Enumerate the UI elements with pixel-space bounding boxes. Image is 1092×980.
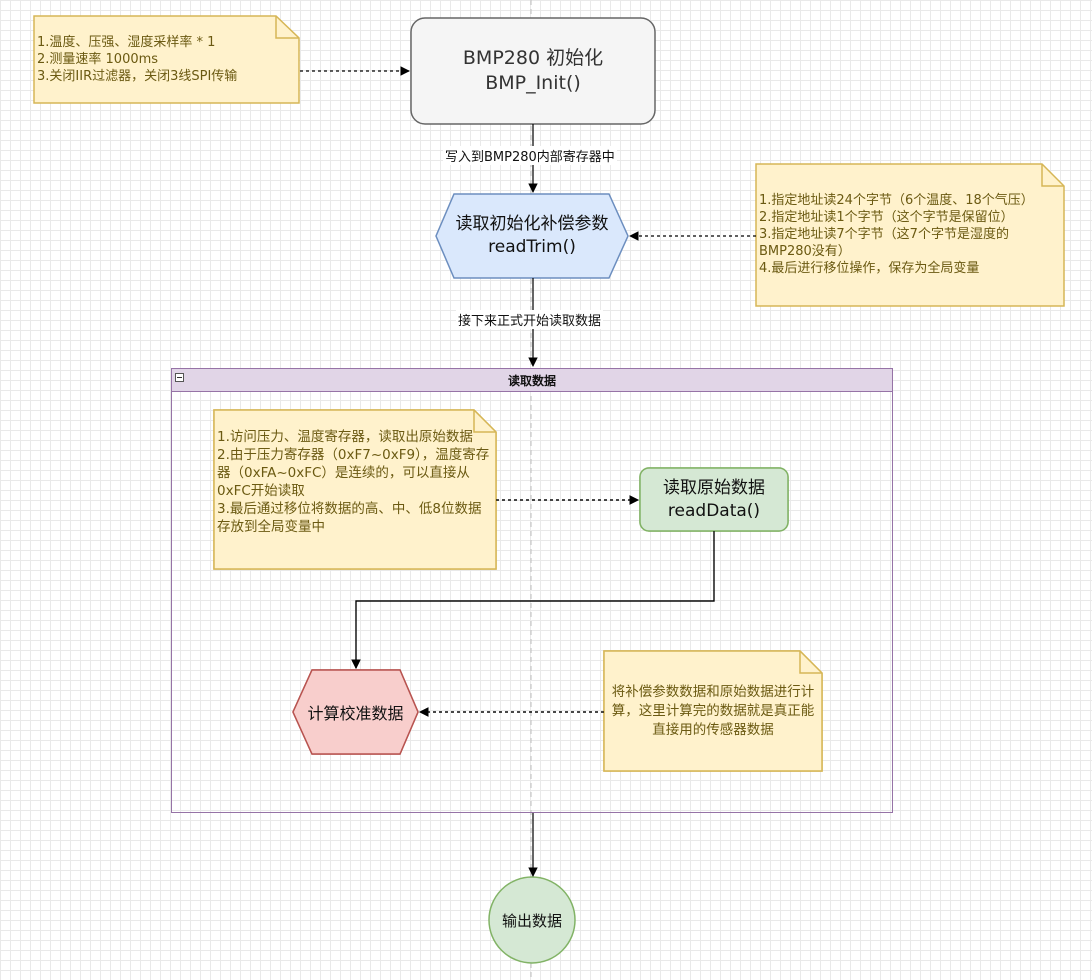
note-init-settings: 1.温度、压强、湿度采样率 * 1 2.测量速率 1000ms 3.关闭IIR过…: [37, 35, 238, 84]
note-calc-desc: 将补偿参数数据和原始数据进行计算，这里计算完的数据就是真正能直接用的传感器数据: [611, 683, 815, 738]
note-init-settings-shape[interactable]: [33, 15, 300, 104]
note-fold: [1041, 164, 1064, 187]
container-body: [171, 392, 893, 813]
collapse-icon[interactable]: [175, 373, 184, 382]
read-trim-node-label: 读取初始化补偿参数 readTrim(): [455, 214, 609, 257]
container-title: 读取数据: [507, 373, 556, 388]
read-trim-node-shape[interactable]: [435, 193, 629, 279]
note-trim-steps-shape[interactable]: [755, 163, 1065, 307]
note-fold: [275, 16, 299, 39]
edge-label-start-read: 接下来正式开始读取数据: [456, 310, 604, 329]
read-data-node-label: 读取原始数据 readData(): [663, 477, 765, 521]
note-read-steps: 1.访问压力、温度寄存器，读取出原始数据 2.由于压力寄存器（0xF7~0xF9…: [217, 429, 490, 535]
init-node-label: BMP280 初始化 BMP_Init(): [462, 47, 604, 94]
note-trim-steps: 1.指定地址读24个字节（6个温度、18个气压） 2.指定地址读1个字节（这个字…: [759, 193, 1034, 276]
container-header[interactable]: 读取数据: [171, 368, 893, 392]
output-node-label: 输出数据: [501, 911, 562, 930]
calc-node-label: 计算校准数据: [307, 704, 404, 723]
edge-label-write-regs: 写入到BMP280内部寄存器中: [443, 146, 617, 165]
output-node-shape[interactable]: [488, 876, 576, 964]
